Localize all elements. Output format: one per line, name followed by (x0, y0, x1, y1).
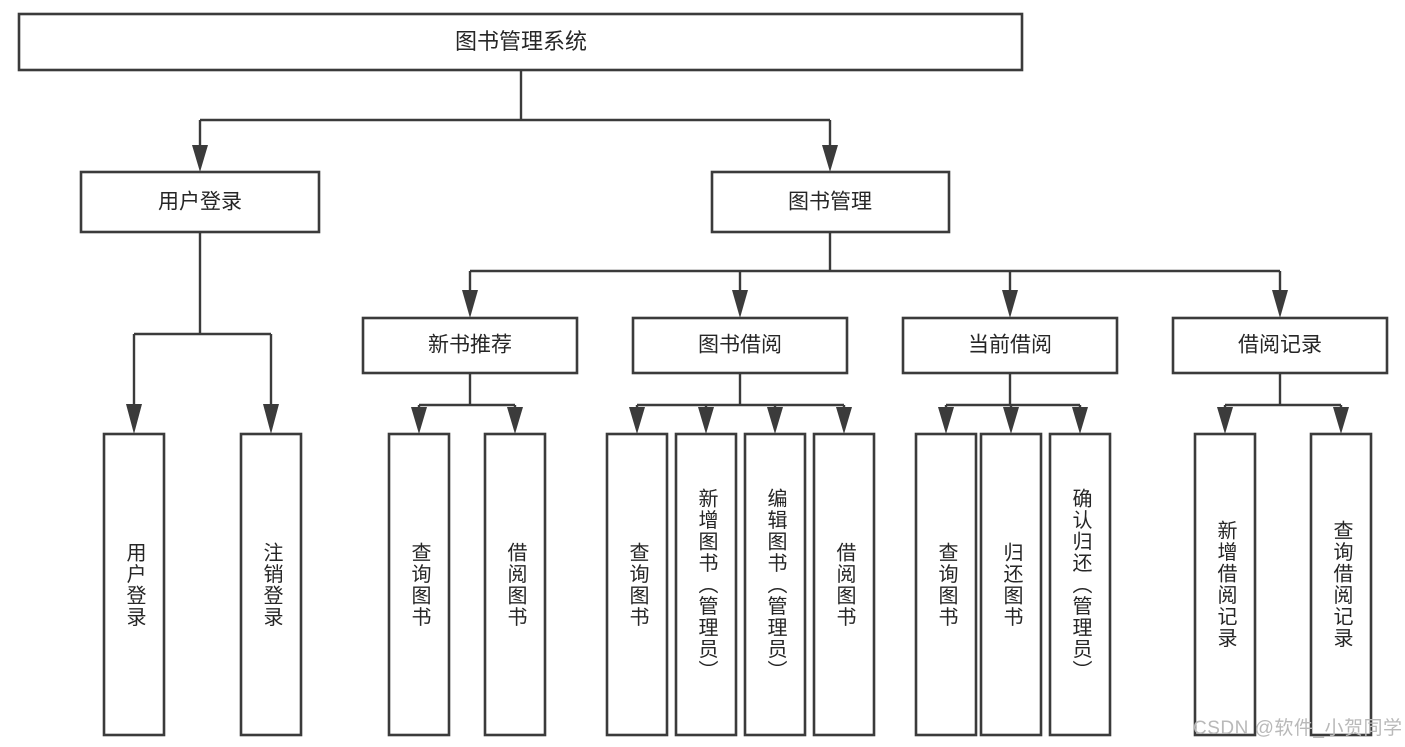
leaf-box-bb-borrow-book[interactable] (812, 432, 876, 737)
node-root-system-box[interactable] (17, 12, 1024, 72)
arrow-to-book-borrow (732, 290, 748, 318)
arrow-to-leaf-bb-1 (629, 407, 645, 434)
arrow-to-user-login (192, 145, 208, 172)
node-book-borrow-box[interactable] (631, 316, 849, 375)
arrow-to-leaf-cb-1 (938, 407, 954, 434)
node-book-manage-label: 图书管理 (788, 191, 872, 214)
arrow-to-leaf-br-2 (1333, 407, 1349, 434)
node-book-borrow-label: 图书借阅 (698, 334, 782, 357)
leaf-box-nbr-query-book[interactable] (387, 432, 451, 737)
leaf-box-bb-edit-book[interactable] (743, 432, 807, 737)
node-book-borrow[interactable]: 图书借阅 (631, 316, 849, 375)
node-current-borrow[interactable]: 当前借阅 (901, 316, 1119, 375)
csdn-watermark: CSDN @软件_小贺同学 (1193, 718, 1403, 739)
arrow-to-leaf-logout (263, 404, 279, 434)
leaf-box-nbr-borrow-book[interactable] (483, 432, 547, 737)
node-borrow-record-box[interactable] (1171, 316, 1389, 375)
arrow-to-leaf-cb-3 (1072, 407, 1088, 434)
node-user-login-label: 用户登录 (158, 191, 242, 214)
connector-group (126, 70, 1349, 434)
arrow-to-borrow-record (1272, 290, 1288, 318)
arrow-to-leaf-bb-3 (767, 407, 783, 434)
node-borrow-record[interactable]: 借阅记录 (1171, 316, 1389, 375)
arrow-to-leaf-nbr-1 (411, 407, 427, 434)
node-book-manage-box[interactable] (710, 170, 951, 234)
node-user-login[interactable]: 用户登录 (79, 170, 321, 234)
leaf-box-cb-return-book[interactable] (979, 432, 1043, 737)
arrow-to-book-manage (822, 145, 838, 172)
node-current-borrow-label: 当前借阅 (968, 334, 1052, 357)
node-borrow-record-label: 借阅记录 (1238, 334, 1322, 357)
node-user-login-box[interactable] (79, 170, 321, 234)
node-root-system[interactable]: 图书管理系统 (17, 12, 1024, 72)
arrow-to-leaf-bb-2 (698, 407, 714, 434)
node-new-book-recommend[interactable]: 新书推荐 (361, 316, 579, 375)
leaf-box-bb-add-book[interactable] (674, 432, 738, 737)
arrow-to-new-book-recommend (462, 290, 478, 318)
leaf-box-br-add-record[interactable] (1193, 432, 1257, 737)
node-book-manage[interactable]: 图书管理 (710, 170, 951, 234)
arrow-to-leaf-nbr-2 (507, 407, 523, 434)
node-new-book-recommend-box[interactable] (361, 316, 579, 375)
leaf-box-bb-query-book[interactable] (605, 432, 669, 737)
leaf-box-logout[interactable] (239, 432, 303, 737)
node-new-book-recommend-label: 新书推荐 (428, 334, 512, 357)
arrow-to-leaf-cb-2 (1003, 407, 1019, 434)
leaf-box-cb-confirm-return[interactable] (1048, 432, 1112, 737)
node-current-borrow-box[interactable] (901, 316, 1119, 375)
leaf-box-group (102, 432, 1373, 737)
arrow-to-current-borrow (1002, 290, 1018, 318)
leaf-box-user-login[interactable] (102, 432, 166, 737)
leaf-box-br-query-record[interactable] (1309, 432, 1373, 737)
node-root-system-label: 图书管理系统 (455, 29, 587, 54)
arrow-to-leaf-user-login (126, 404, 142, 434)
leaf-box-cb-query-book[interactable] (914, 432, 978, 737)
arrow-to-leaf-br-1 (1217, 407, 1233, 434)
arrow-to-leaf-bb-4 (836, 407, 852, 434)
